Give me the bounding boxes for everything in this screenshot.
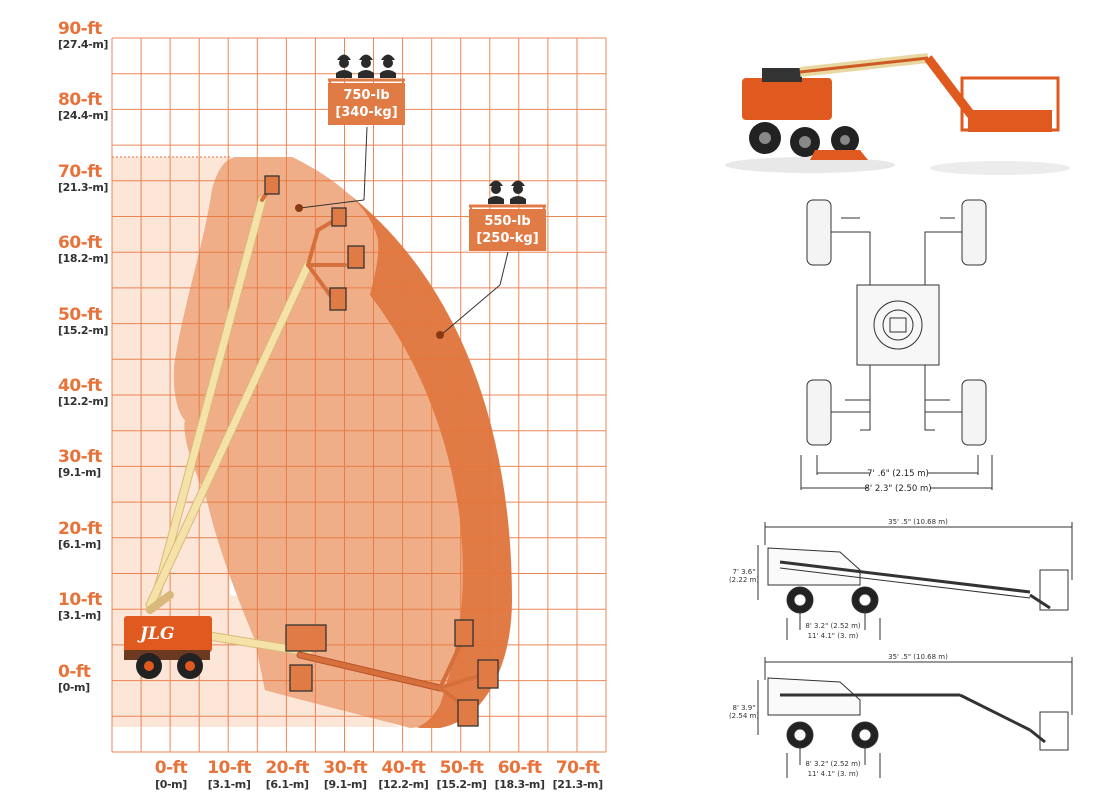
y-tick-meters: [15.2-m] xyxy=(58,323,109,337)
x-tick-meters: [6.1-m] xyxy=(265,778,309,791)
y-tick-label: 30-ft[9.1-m] xyxy=(58,448,112,479)
x-tick-meters: [0-m] xyxy=(155,778,187,791)
y-tick-label: 20-ft[6.1-m] xyxy=(58,518,112,551)
machine-base xyxy=(124,616,212,679)
x-tick-feet: 50-ft xyxy=(439,758,484,778)
y-tick-meters: [6.1-m] xyxy=(58,537,101,551)
y-tick-meters: [0-m] xyxy=(58,680,90,694)
capacity-metric: [340-kg] xyxy=(335,105,398,120)
boom-positions xyxy=(145,186,482,712)
x-tick-feet: 60-ft xyxy=(497,758,542,778)
capacity-weight: 550-lb xyxy=(484,214,531,229)
y-tick-feet: 50-ft xyxy=(58,304,102,325)
x-tick-meters: [18.3-m] xyxy=(494,778,545,791)
x-tick-feet: 0-ft xyxy=(154,758,188,778)
x-tick-meters: [9.1-m] xyxy=(323,778,367,791)
y-tick-feet: 90-ft xyxy=(58,19,102,39)
y-tick-meters: [24.4-m] xyxy=(58,109,109,123)
y-tick-label: 80-ft[24.4-m] xyxy=(58,91,112,122)
y-tick-feet: 70-ft xyxy=(58,161,102,182)
y-tick-meters: [3.1-m] xyxy=(58,609,101,623)
worker-icon xyxy=(380,54,396,78)
jlg-logo: JLG xyxy=(140,624,175,644)
y-tick-feet: 10-ft xyxy=(58,590,102,611)
x-tick-feet: 70-ft xyxy=(555,758,600,778)
y-tick-label: 60-ft[18.2-m] xyxy=(58,234,112,265)
capacity-placard-550 xyxy=(469,204,546,251)
x-tick-label: 20-ft[6.1-m] xyxy=(259,758,315,791)
y-tick-meters: [21.3-m] xyxy=(58,180,109,194)
envelope-inner-area xyxy=(173,157,463,728)
x-tick-meters: [21.3-m] xyxy=(552,778,603,791)
x-tick-feet: 20-ft xyxy=(265,758,310,778)
platform-baskets xyxy=(264,175,499,727)
capacity-label-750: 750-lb [340-kg] xyxy=(328,87,405,121)
x-tick-label: 30-ft[9.1-m] xyxy=(317,758,373,791)
y-tick-label: 50-ft[15.2-m] xyxy=(58,304,112,337)
capacity-label-550: 550-lb [250-kg] xyxy=(469,213,546,247)
capacity-marker-550 xyxy=(436,331,444,339)
y-tick-label: 40-ft[12.2-m] xyxy=(58,377,112,408)
y-tick-meters: [12.2-m] xyxy=(58,395,109,408)
worker-icon xyxy=(336,54,352,78)
x-tick-label: 50-ft[15.2-m] xyxy=(434,758,490,791)
worker-icons xyxy=(336,54,526,204)
worker-icon xyxy=(358,54,374,78)
x-tick-meters: [15.2-m] xyxy=(436,778,487,791)
capacity-placard-750 xyxy=(328,78,405,125)
y-tick-meters: [18.2-m] xyxy=(58,252,109,266)
y-tick-label: 10-ft[3.1-m] xyxy=(58,591,112,622)
y-tick-meters: [9.1-m] xyxy=(58,466,101,480)
y-tick-label: 0-ft[0-m] xyxy=(58,661,112,694)
x-tick-meters: [3.1-m] xyxy=(207,778,251,791)
x-tick-label: 70-ft[21.3-m] xyxy=(550,758,606,791)
x-tick-feet: 10-ft xyxy=(207,758,251,778)
y-tick-feet: 80-ft xyxy=(58,90,102,111)
y-tick-label: 90-ft[27.4-m] xyxy=(58,20,112,51)
y-tick-feet: 20-ft xyxy=(58,518,102,539)
x-tick-label: 0-ft[0-m] xyxy=(143,758,199,791)
y-tick-feet: 30-ft xyxy=(58,447,102,468)
y-tick-meters: [27.4-m] xyxy=(58,38,109,51)
x-tick-feet: 40-ft xyxy=(381,758,426,778)
x-tick-feet: 30-ft xyxy=(323,758,368,778)
worker-icon xyxy=(488,180,504,204)
y-tick-feet: 60-ft xyxy=(58,233,102,254)
x-tick-label: 10-ft[3.1-m] xyxy=(201,758,257,791)
y-tick-feet: 40-ft xyxy=(58,376,102,396)
capacity-marker-750 xyxy=(295,204,303,212)
capacity-metric: [250-kg] xyxy=(476,231,539,246)
x-tick-meters: [12.2-m] xyxy=(378,778,429,791)
capacity-weight: 750-lb xyxy=(343,88,390,103)
x-tick-label: 40-ft[12.2-m] xyxy=(375,758,431,791)
y-tick-feet: 0-ft xyxy=(58,661,91,682)
y-tick-label: 70-ft[21.3-m] xyxy=(58,161,112,194)
worker-icon xyxy=(510,180,526,204)
x-tick-label: 60-ft[18.3-m] xyxy=(492,758,548,791)
